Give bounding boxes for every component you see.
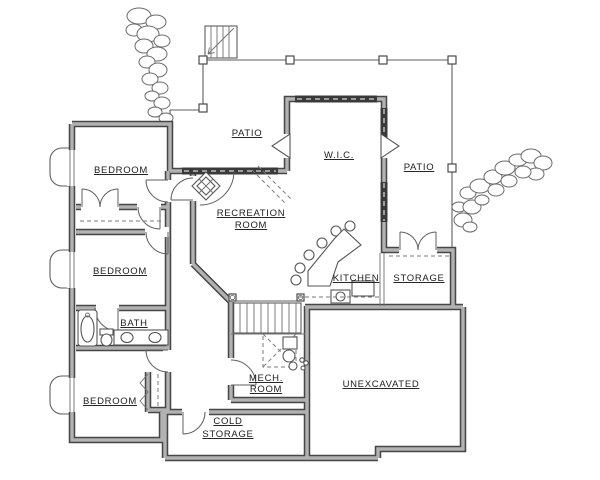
- room-label-patio-upper: PATIO: [232, 128, 263, 139]
- rocks-right-icon: [451, 148, 553, 233]
- room-label-wic: W.I.C.: [324, 150, 354, 161]
- room-label-bedroom-upper: BEDROOM: [94, 165, 148, 176]
- patio-post-icons: [198, 55, 457, 173]
- kitchen-appliance-icon: [351, 280, 375, 297]
- room-label-mech-line2: ROOM: [250, 384, 282, 395]
- closet-bifold-icon: [80, 220, 164, 411]
- kitchen-bar-counter: [290, 220, 362, 287]
- vanity-sinks-icon: [113, 329, 169, 346]
- water-heater-icon: [282, 349, 309, 371]
- bathtub-icon: [77, 309, 98, 347]
- room-label-patio-right: PATIO: [404, 162, 435, 173]
- rocks-left-icon: [125, 7, 174, 124]
- room-label-cold-line1: COLD: [213, 416, 242, 427]
- patio-outline: [169, 59, 453, 250]
- fireplace-icon: [191, 170, 235, 206]
- room-label-bedroom-lower: BEDROOM: [83, 396, 137, 407]
- window-band-icons: [182, 95, 388, 222]
- exterior-stairs-icon: [204, 25, 238, 59]
- room-label-recreation-line2: ROOM: [235, 220, 267, 231]
- kitchen-storage-divider: [379, 253, 385, 306]
- room-label-storage: STORAGE: [393, 273, 444, 284]
- room-label-kitchen: KITCHEN: [333, 273, 380, 284]
- window-well-icons: [49, 147, 69, 415]
- room-label-unexcavated: UNEXCAVATED: [343, 379, 420, 390]
- toilet-icon: [99, 328, 114, 347]
- interior-stairs-icon: [228, 293, 305, 334]
- room-label-mech-line1: MECH.: [249, 373, 283, 384]
- room-label-cold-line2: STORAGE: [202, 429, 253, 440]
- basement-window-icons: [69, 150, 75, 412]
- room-label-bedroom-middle: BEDROOM: [93, 266, 147, 277]
- room-label-recreation-line1: RECREATION: [217, 208, 286, 219]
- room-label-bath: BATH: [120, 318, 147, 329]
- soffit-dash-lines: [251, 165, 292, 204]
- casement-window-icons: [271, 132, 400, 160]
- door-swings: [81, 177, 437, 435]
- room-labels: PATIO W.I.C. PATIO BEDROOM RECREATION RO…: [83, 128, 444, 440]
